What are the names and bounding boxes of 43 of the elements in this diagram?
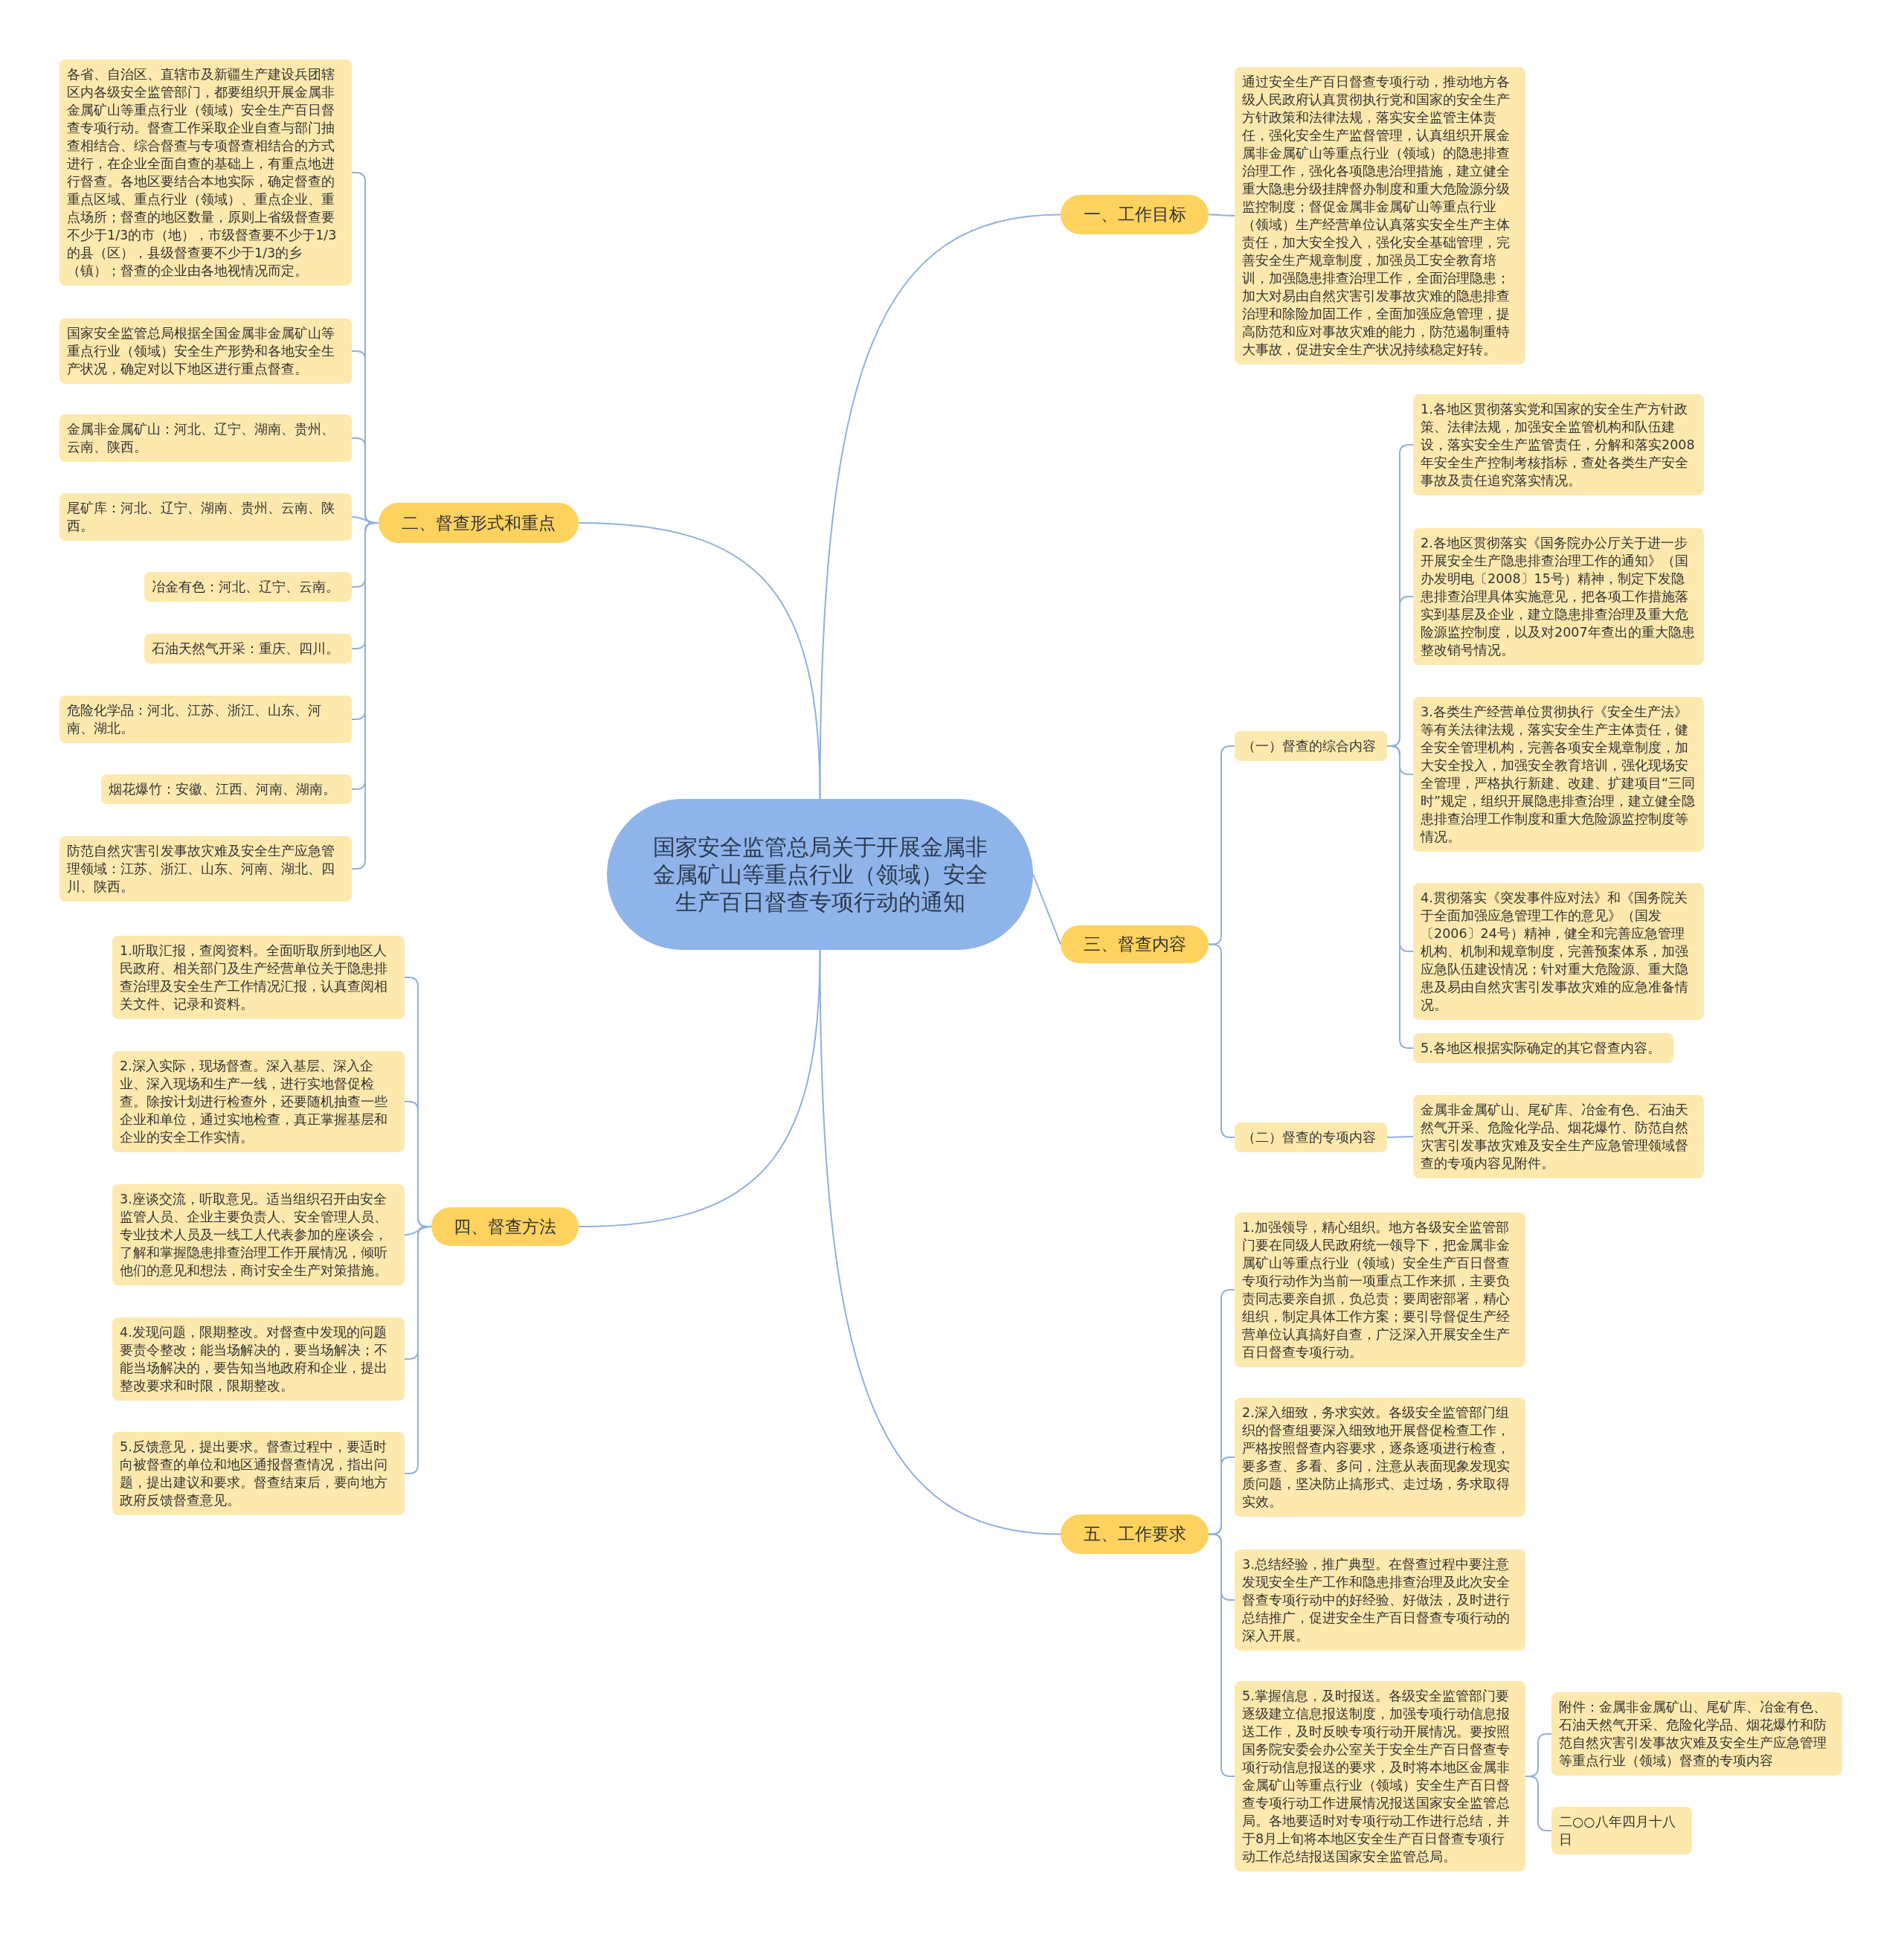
branch-topic: 五、工作要求 [1061,1514,1209,1554]
topic-box: 2.各地区贯彻落实《国务院办公厅关于进一步开展安全生产隐患排查治理工作的通知》（国办发明电〔2008〕15号）精神，制定下发隐患排查治理具体实施意见，把各项工作措施落实到基层及企业，建立隐患排查治理及重大危险源监控制度，以及对2007年查出的重大隐患整改销号情况。 [1413,528,1704,665]
connector [1032,873,1061,945]
connector [1208,213,1235,216]
connector [404,1226,432,1474]
topic-box: 国家安全监管总局根据全国金属非金属矿山等重点行业（领域）安全生产形势和各地安全生产状况，确定对以下地区进行重点督查。 [60,318,352,384]
topic-box: 2.深入细致，务求实效。各级安全监管部门组织的督查组要深入细致地开展督促检查工作，严格按照督查内容要求，逐条逐项进行检查，要多查、多看、多问，注意从表面现象发现实质问题，坚决防止搞形式、走过场，务求取得实效。 [1235,1398,1525,1517]
topic-box: 烟花爆竹：安徽、江西、河南、湖南。 [101,774,352,804]
topic-box: 二○○八年四月十八日 [1551,1807,1692,1854]
branch-topic: 二、督查形式和重点 [379,503,579,543]
topic-box: 金属非金属矿山：河北、辽宁、湖南、贵州、云南、陕西。 [60,414,352,462]
connector [578,522,821,800]
central-topic: 国家安全监管总局关于开展金属非金属矿山等重点行业（领域）安全生产百日督查专项行动的通知 [607,799,1033,950]
topic-box: 1.各地区贯彻落实党和国家的安全生产方针政策、法律法规，加强安全监管机构和队伍建设，落实安全生产监管责任，分解和落实2008年安全生产控制考核指标，查处各类生产安全事故及责任追究落实情况。 [1413,394,1704,495]
topic-box: 各省、自治区、直辖市及新疆生产建设兵团辖区内各级安全监管部门，都要组织开展金属非金属矿山等重点行业（领域）安全生产百日督查专项行动。督查工作采取企业自查与部门抽查相结合、综合督查与专项督查相结合的方式进行，在企业全面自查的基础上，有重点地进行督查。各地区要结合本地实际，确定督查的重点区域、重点行业（领域）、重点企业、重点场所；督查的地区数量，原则上省级督查要不少于1/3的市（地），市级督查要不少于1/3的县（区），县级督查要不少于1/3的乡（镇）；督查的企业由各地视情况而定。 [60,60,352,286]
topic-box: 尾矿库：河北、辽宁、湖南、贵州、云南、陕西。 [60,493,352,541]
connector [578,949,821,1227]
topic-box: 5.掌握信息，及时报送。各级安全监管部门要逐级建立信息报送制度，加强专项行动信息报送工作，及时反映专项行动开展情况。要按照国务院安委会办公室关于安全生产百日督查专项行动信息报送的要求，及时将本地区金属非金属矿山等重点行业（领域）安全生产百日督查专项行动工作进展情况报送国家安全监管总局。各地要适时对专项行动工作进行总结，并于8月上旬将本地区安全生产百日督查专项行动工作总结报送国家安全监管总局。 [1235,1681,1525,1872]
topic-box: 4.发现问题，限期整改。对督查中发现的问题要责令整改；能当场解决的，要当场解决；不能当场解决的，要告知当地政府和企业，提出整改要求和时限，限期整改。 [112,1317,405,1401]
topic-box: 5.各地区根据实际确定的其它督查内容。 [1413,1033,1673,1063]
branch-topic: 三、督查内容 [1061,925,1209,963]
topic-box: 防范自然灾害引发事故灾难及安全生产应急管理领域：江苏、浙江、山东、河南、湖北、四川、陕西。 [60,836,352,902]
topic-box: 危险化学品：河北、江苏、浙江、山东、河南、湖北。 [60,695,352,743]
branch-topic: 一、工作目标 [1061,195,1209,234]
topic-box: 石油天然气开采：重庆、四川。 [144,634,352,664]
topic-box: 3.总结经验，推广典型。在督查过程中要注意发现安全生产工作和隐患排查治理及此次安全督查专项行动中的好经验、好做法，及时进行总结推广，促进安全生产百日督查专项行动的深入开展。 [1235,1549,1525,1651]
connector [819,949,1061,1535]
connector [1386,1136,1414,1138]
topic-box: 3.座谈交流，听取意见。适当组织召开由安全监管人员、企业主要负责人、安全管理人员、专业技术人员及一线工人代表参加的座谈会，了解和掌握隐患排查治理工作开展情况，倾听他们的意见和想法，商讨安全生产对策措施。 [112,1184,405,1285]
topic-box: 通过安全生产百日督查专项行动，推动地方各级人民政府认真贯彻执行党和国家的安全生产方针政策和法律法规，落实安全监管主体责任，强化安全生产监督管理，认真组织开展金属非金属矿山等重点行业（领域）的隐患排查治理工作，强化各项隐患治理措施，建立健全重大隐患分级挂牌督办制度和重大危险源分级监控制度；督促金属非金属矿山等重点行业（领域）生产经营单位认真落实安全生产主体责任，加大安全投入，强化安全基础管理，完善安全生产规章制度，加强员工安全教育培训，加强隐患排查治理工作，全面治理隐患；加大对易由自然灾害引发事故灾难的隐患排查治理和除险加固工作，全面加强应急管理，提高防范和应对事故灾难的能力，防范遏制重特大事故，促进安全生产状况持续稳定好转。 [1235,67,1525,364]
branch-topic: 四、督查方法 [431,1207,579,1246]
topic-box: （一）督查的综合内容 [1235,731,1387,761]
topic-box: 1.听取汇报，查阅资料。全面听取所到地区人民政府、相关部门及生产经营单位关于隐患排查治理及安全生产工作情况汇报，认真查阅相关文件、记录和资料。 [112,936,405,1019]
topic-box: 冶金有色：河北、辽宁、云南。 [144,572,352,602]
topic-box: 3.各类生产经营单位贯彻执行《安全生产法》等有关法律法规，落实安全生产主体责任，健全安全管理机构，完善各项安全规章制度，加大安全投入，加强安全教育培训，强化现场安全管理，严格执行新建、改建、扩建项目“三同时”规定，组织开展隐患排查治理，建立健全隐患排查治理工作制度和重大危险源监控制度等情况。 [1413,697,1704,852]
topic-box: 2.深入实际，现场督查。深入基层、深入企业、深入现场和生产一线，进行实地督促检查。除按计划进行检查外，还要随机抽查一些企业和单位，通过实地检查，真正掌握基层和企业的安全工作实情。 [112,1051,405,1152]
topic-box: （二）督查的专项内容 [1235,1122,1387,1152]
topic-box: 1.加强领导，精心组织。地方各级安全监管部门要在同级人民政府统一领导下，把金属非金属矿山等重点行业（领域）安全生产百日督查专项行动作为当前一项重点工作来抓，主要负责同志要亲自抓，负总责；要周密部署，精心组织，制定具体工作方案；要引导督促生产经营单位认真搞好自查，广泛深入开展安全生产百日督查专项行动。 [1235,1212,1525,1367]
topic-box: 4.贯彻落实《突发事件应对法》和《国务院关于全面加强应急管理工作的意见》（国发〔2006〕24号）精神，健全和完善应急管理机构、机制和规章制度，完善预案体系，加强应急队伍建设情况；针对重大危险源、重大隐患及易由自然灾害引发事故灾难的应急准备情况。 [1413,883,1704,1020]
topic-box: 金属非金属矿山、尾矿库、冶金有色、石油天然气开采、危险化学品、烟花爆竹、防范自然灾害引发事故灾难及安全生产应急管理领域督查的专项内容见附件。 [1413,1095,1704,1178]
topic-box: 5.反馈意见，提出要求。督查过程中，要适时向被督查的单位和地区通报督查情况，指出问题，提出建议和要求。督查结束后，要向地方政府反馈督查意见。 [112,1432,405,1515]
connector [1525,1776,1552,1831]
topic-box: 附件：金属非金属矿山、尾矿库、冶金有色、石油天然气开采、危险化学品、烟花爆竹和防范自然灾害引发事故灾难及安全生产应急管理等重点行业（领域）督查的专项内容 [1551,1692,1842,1776]
